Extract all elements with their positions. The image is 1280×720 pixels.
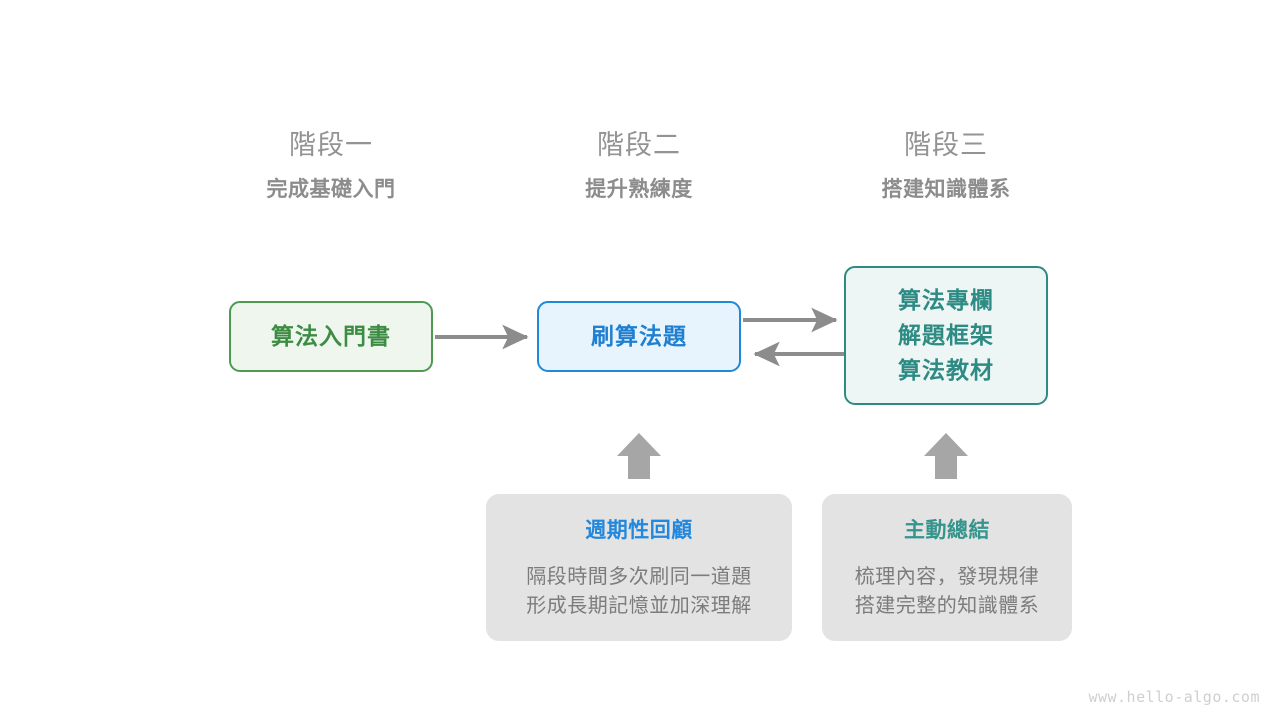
- stage-header-2: 階段二 提升熟練度: [509, 128, 769, 205]
- flow-box-intro-book-line-1: 算法入門書: [271, 323, 391, 349]
- stage-subtitle-2: 提升熟練度: [585, 178, 693, 201]
- note-card-periodic-review-title: 週期性回顧: [585, 519, 693, 542]
- stage-subtitle-3: 搭建知識體系: [881, 178, 1011, 201]
- flow-box-knowledge-system-line-2: 解題框架: [898, 322, 994, 348]
- note-body-line-2: 形成長期記憶並加深理解: [526, 595, 752, 617]
- note-body-line-1: 隔段時間多次刷同一道題: [526, 566, 752, 588]
- stage-header-1: 階段一 完成基礎入門: [201, 128, 461, 205]
- flow-box-knowledge-system-line-3: 算法教材: [898, 357, 994, 383]
- stage-title-3: 階段三: [904, 130, 988, 160]
- flow-box-intro-book[interactable]: 算法入門書: [229, 301, 433, 372]
- flow-box-knowledge-system[interactable]: 算法專欄 解題框架 算法教材: [844, 266, 1048, 405]
- note-body-line-1: 梳理內容，發現規律: [854, 566, 1040, 588]
- note-card-periodic-review-body: 隔段時間多次刷同一道題 形成長期記憶並加深理解: [526, 563, 752, 621]
- stage-title-2: 階段二: [597, 130, 681, 160]
- stage-title-1: 階段一: [289, 130, 373, 160]
- flow-box-practice-problems[interactable]: 刷算法題: [537, 301, 741, 372]
- watermark-url: www.hello-algo.com: [1088, 688, 1260, 706]
- block-arrow-up-icon-review: [617, 433, 661, 479]
- stage-subtitle-1: 完成基礎入門: [266, 178, 396, 201]
- stage-header-3: 階段三 搭建知識體系: [816, 128, 1076, 205]
- note-body-line-2: 搭建完整的知識體系: [854, 595, 1040, 617]
- note-card-periodic-review[interactable]: 週期性回顧 隔段時間多次刷同一道題 形成長期記憶並加深理解: [486, 494, 792, 641]
- note-card-active-summary[interactable]: 主動總結 梳理內容，發現規律 搭建完整的知識體系: [822, 494, 1072, 641]
- note-card-active-summary-body: 梳理內容，發現規律 搭建完整的知識體系: [855, 563, 1040, 621]
- note-card-active-summary-title: 主動總結: [904, 519, 990, 542]
- flow-box-knowledge-system-line-1: 算法專欄: [898, 287, 994, 313]
- block-arrow-up-icon-summary: [924, 433, 968, 479]
- flow-box-practice-problems-line-1: 刷算法題: [591, 323, 687, 349]
